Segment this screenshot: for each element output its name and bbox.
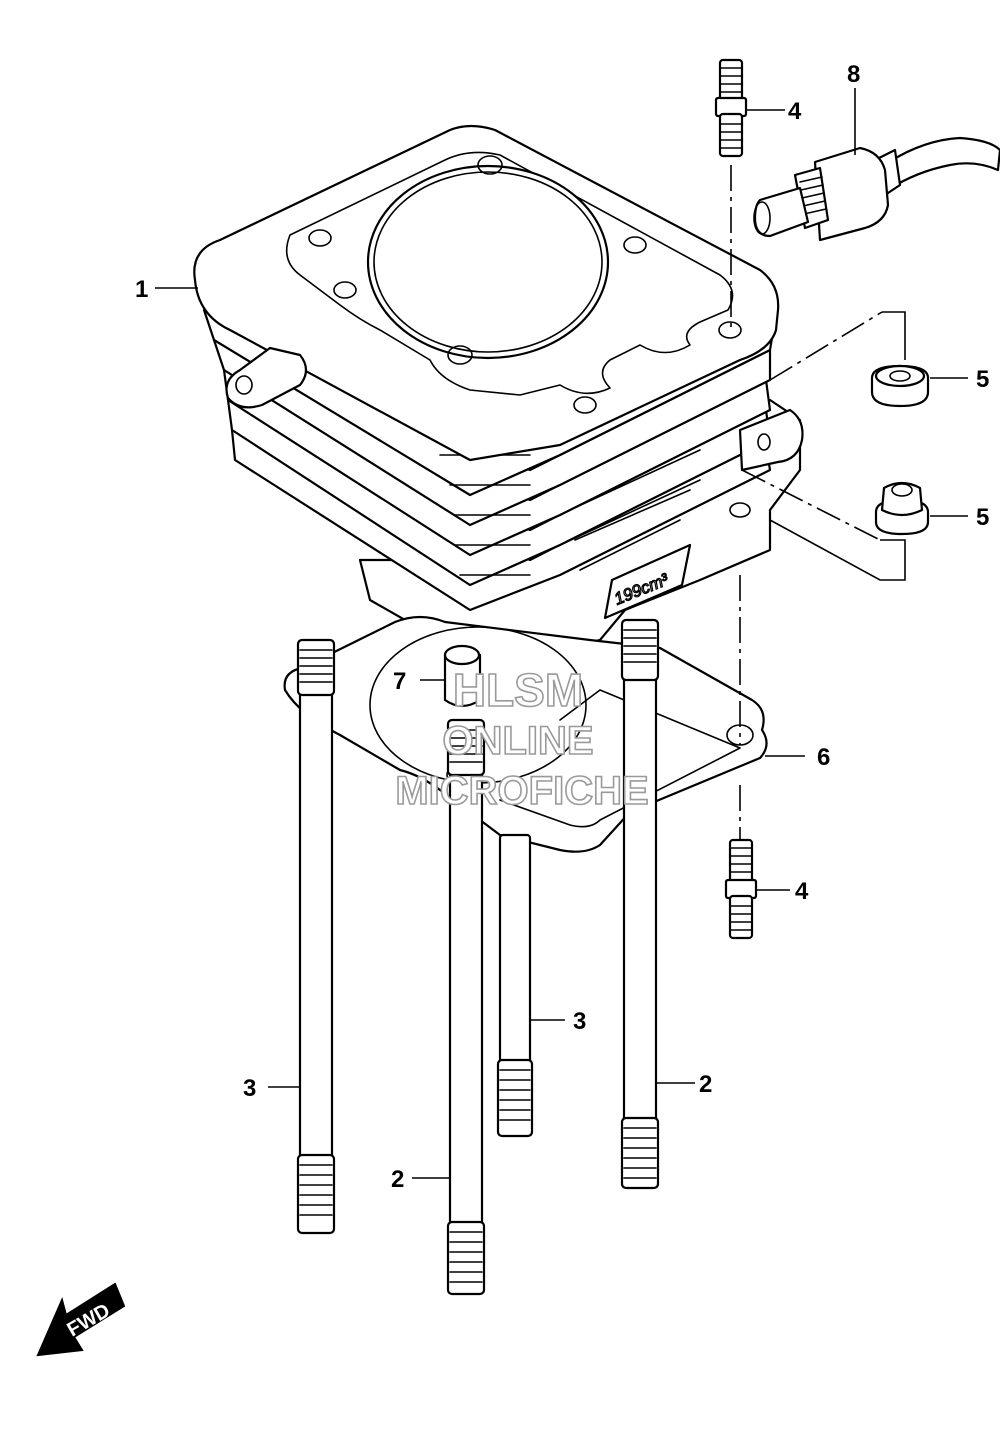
forward-arrow-icon [36,1282,126,1357]
callout-labels: 1 2 2 3 3 4 4 5 5 6 7 8 [135,61,989,1193]
callout-8: 8 [847,61,860,88]
callout-leaders [155,88,968,1179]
callout-4-top: 4 [788,98,802,125]
assembly-guide-lines [730,165,906,840]
forward-direction-indicator: FWD [36,1282,126,1357]
stud-bolt-front[interactable] [446,718,486,1296]
flange-nut-upper[interactable] [870,364,930,408]
callout-6: 6 [817,744,830,771]
stud-bolt-rear-center[interactable] [496,833,534,1138]
temperature-sensor-part[interactable] [753,136,1000,242]
flange-nut-lower[interactable] [874,481,930,536]
callout-5-lower: 5 [976,504,989,531]
stud-bolt-right[interactable] [620,618,660,1190]
watermark-line-3: MICROFICHE [395,769,648,813]
small-stud-bottom[interactable] [724,838,758,940]
watermark-line-1: HLSM [453,664,583,716]
stud-bolts[interactable] [296,618,660,1296]
callout-7: 7 [393,668,406,695]
callout-4-bottom: 4 [795,878,809,905]
dowel-pin-part[interactable] [443,644,482,708]
callout-3-left: 3 [243,1075,256,1102]
stud-bolt-left[interactable] [296,638,336,1235]
watermark-line-2: ONLINE [442,719,593,763]
callout-2-right: 2 [699,1071,712,1098]
cylinder-part[interactable]: 199cm³ [193,124,804,652]
callout-2-front: 2 [391,1166,404,1193]
callout-3-center: 3 [573,1008,586,1035]
callout-1: 1 [135,276,148,303]
small-stud-top[interactable] [714,58,748,158]
watermark: HLSM ONLINE MICROFICHE [395,663,650,814]
callout-5-upper: 5 [976,366,989,393]
